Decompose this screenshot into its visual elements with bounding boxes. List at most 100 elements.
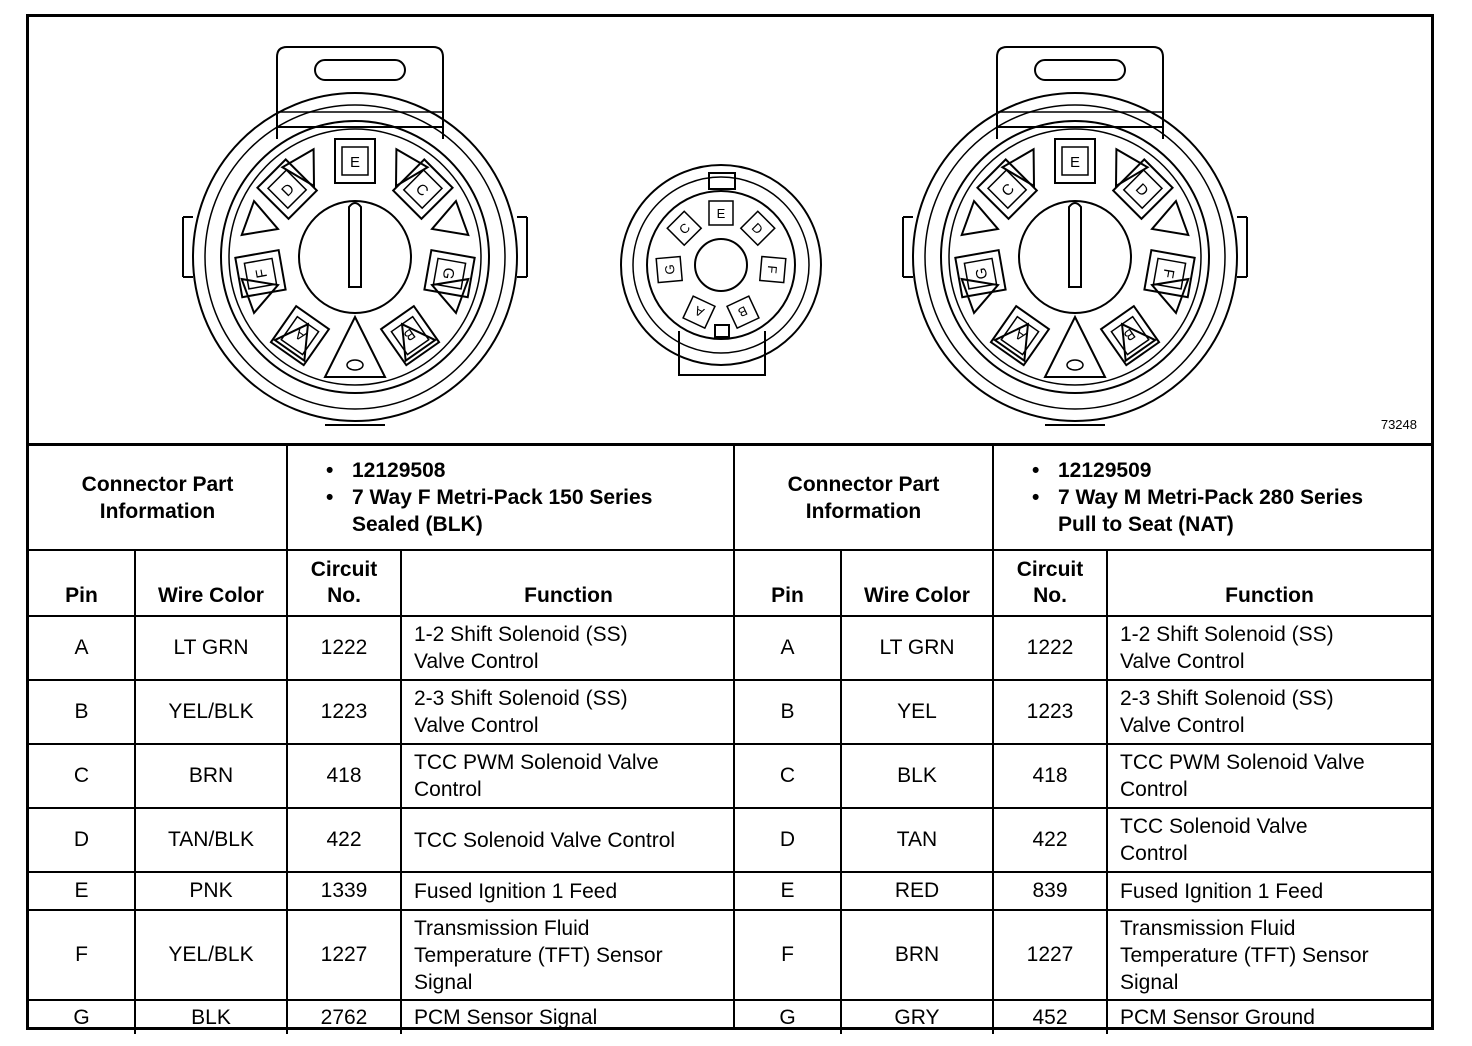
pin-housing [976, 158, 1039, 221]
pin-label: A [692, 303, 706, 320]
pin-cavity: F [1143, 248, 1196, 299]
text-line: Valve Control [1120, 650, 1245, 673]
pin-housing [256, 158, 319, 221]
table-row: A LT GRN 1222 1-2 Shift Solenoid (SS)Val… [29, 615, 736, 681]
orientation-mark-icon [1066, 359, 1084, 371]
pin-housing [726, 295, 760, 330]
text-line: 12129509 [1058, 459, 1152, 482]
pin-cell: F [29, 909, 136, 1001]
circuit-cell: 418 [992, 743, 1108, 809]
pin-cavity: A [269, 304, 331, 367]
pin-housing [1111, 158, 1174, 221]
text-line: 1-2 Shift Solenoid (SS) [414, 623, 628, 646]
pin-label: F [253, 267, 271, 279]
pin-cavity: E [708, 200, 734, 226]
text-line: PCM Sensor Signal [414, 1006, 598, 1029]
pin-label: D [1132, 180, 1152, 200]
pin-terminal [1061, 146, 1089, 176]
pin-label: F [764, 265, 780, 274]
function-cell: 1-2 Shift Solenoid (SS)Valve Control [1105, 615, 1432, 681]
wire-color-cell: YEL [840, 679, 994, 745]
latch-key [714, 324, 730, 338]
pin-terminal [1122, 168, 1164, 210]
connector-face [646, 190, 796, 340]
text-line: Control [414, 778, 482, 801]
pin-housing [954, 248, 1007, 299]
connector-outer-ring [192, 92, 518, 422]
header-wire-color: Wire Color [840, 549, 994, 617]
pin-housing [334, 138, 376, 184]
pin-terminal [243, 257, 278, 290]
circuit-cell: 1222 [992, 615, 1108, 681]
text-line: Fused Ignition 1 Feed [1120, 879, 1324, 903]
pin-housing [655, 255, 684, 284]
pin-terminal [1152, 257, 1187, 290]
pin-cavity: C [391, 158, 454, 221]
text-line: Signal [414, 970, 473, 994]
key-triangle [272, 322, 310, 363]
function-cell: PCM Sensor Signal [399, 999, 736, 1034]
pin-cavity: E [334, 138, 376, 184]
pin-cell: B [29, 679, 136, 745]
text-line: Valve Control [414, 714, 539, 737]
pin-label: C [412, 180, 432, 200]
pin-cavity: D [256, 158, 319, 221]
text-line: Information [805, 499, 922, 523]
text-line: Connector Part [787, 472, 940, 496]
pin-housing [269, 304, 331, 367]
text-line: Valve Control [1120, 714, 1245, 737]
text-line: PCM Sensor Ground [1120, 1006, 1315, 1029]
key-triangle [280, 147, 316, 188]
wire-color-cell: LT GRN [134, 615, 288, 681]
pin-housing [391, 158, 454, 221]
wire-color-cell: BLK [840, 743, 994, 809]
pin-terminal [432, 257, 467, 290]
pin-label: D [278, 180, 298, 200]
figure-id: 73248 [1380, 417, 1417, 432]
pin-terminal [1110, 315, 1150, 356]
orientation-mark-icon [346, 359, 364, 371]
table-row: E RED 839 Fused Ignition 1 Feed [735, 871, 1432, 911]
center-hole [1018, 200, 1132, 314]
pin-cell: A [29, 615, 136, 681]
pin-cell: C [29, 743, 136, 809]
pin-label: E [717, 206, 726, 221]
key-triangle [400, 322, 438, 363]
connector-ring [924, 104, 1226, 410]
part-info-item: 12129508 [326, 457, 735, 484]
function-cell: 1-2 Shift Solenoid (SS)Valve Control [399, 615, 736, 681]
circuit-cell: 2762 [286, 999, 402, 1034]
pin-cell: B [735, 679, 842, 745]
text-line: Transmission Fluid [1120, 916, 1296, 940]
wire-color-cell: PNK [134, 871, 288, 911]
pin-label: F [1159, 267, 1177, 279]
pin-cell: G [735, 999, 842, 1034]
pin-label: E [1070, 154, 1080, 171]
circuit-cell: 1223 [286, 679, 402, 745]
text-line: Temperature (TFT) Sensor [1120, 943, 1369, 967]
function-cell: 2-3 Shift Solenoid (SS)Valve Control [399, 679, 736, 745]
header-wire-color: Wire Color [134, 549, 288, 617]
header-function: Function [1105, 549, 1432, 617]
pin-label: G [439, 266, 458, 280]
pin-cavity: F [234, 248, 287, 299]
wire-color-cell: YEL/BLK [134, 679, 288, 745]
pin-label: G [662, 264, 678, 275]
text-line: Circuit [310, 558, 378, 581]
pin-cavity: B [1099, 304, 1161, 367]
latch-slot [1034, 59, 1126, 81]
wire-color-cell: GRY [840, 999, 994, 1034]
circuit-cell: 1339 [286, 871, 402, 911]
circuit-cell: 1227 [286, 909, 402, 1001]
text-line: Control [1120, 842, 1188, 865]
